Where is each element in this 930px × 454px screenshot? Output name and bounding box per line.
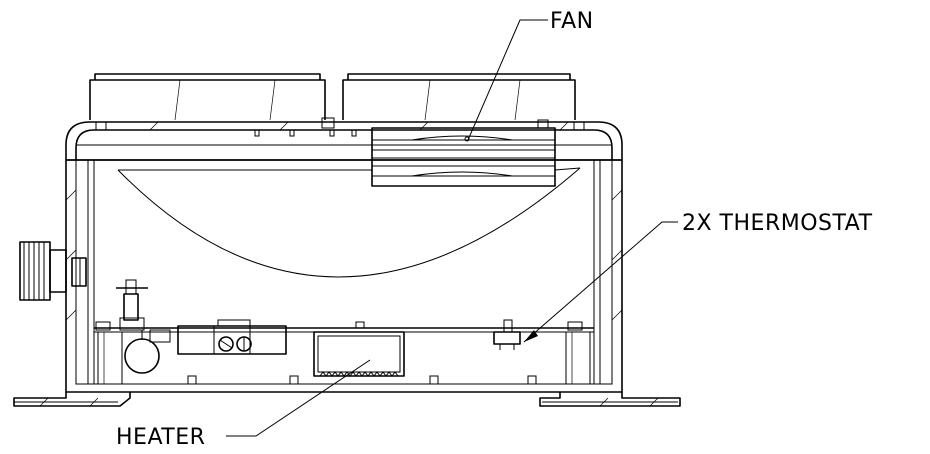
enclosure-body: [65, 117, 623, 393]
bottom-studs: [187, 321, 537, 385]
mounting-feet: [13, 392, 681, 407]
heater-label: HEATER: [116, 425, 205, 450]
fan-unit: [371, 127, 556, 187]
lid-panels: [89, 73, 576, 121]
sagging-cover: [117, 167, 581, 278]
callout-leaders: [226, 19, 678, 437]
valve-assembly: [116, 279, 171, 374]
heater: [313, 331, 405, 377]
thermostat-label: 2X THERMOSTAT: [682, 211, 873, 236]
cable-gland: [19, 241, 87, 301]
thermostat: [493, 319, 521, 350]
terminal-block: [177, 319, 287, 355]
fan-label: FAN: [550, 9, 594, 34]
